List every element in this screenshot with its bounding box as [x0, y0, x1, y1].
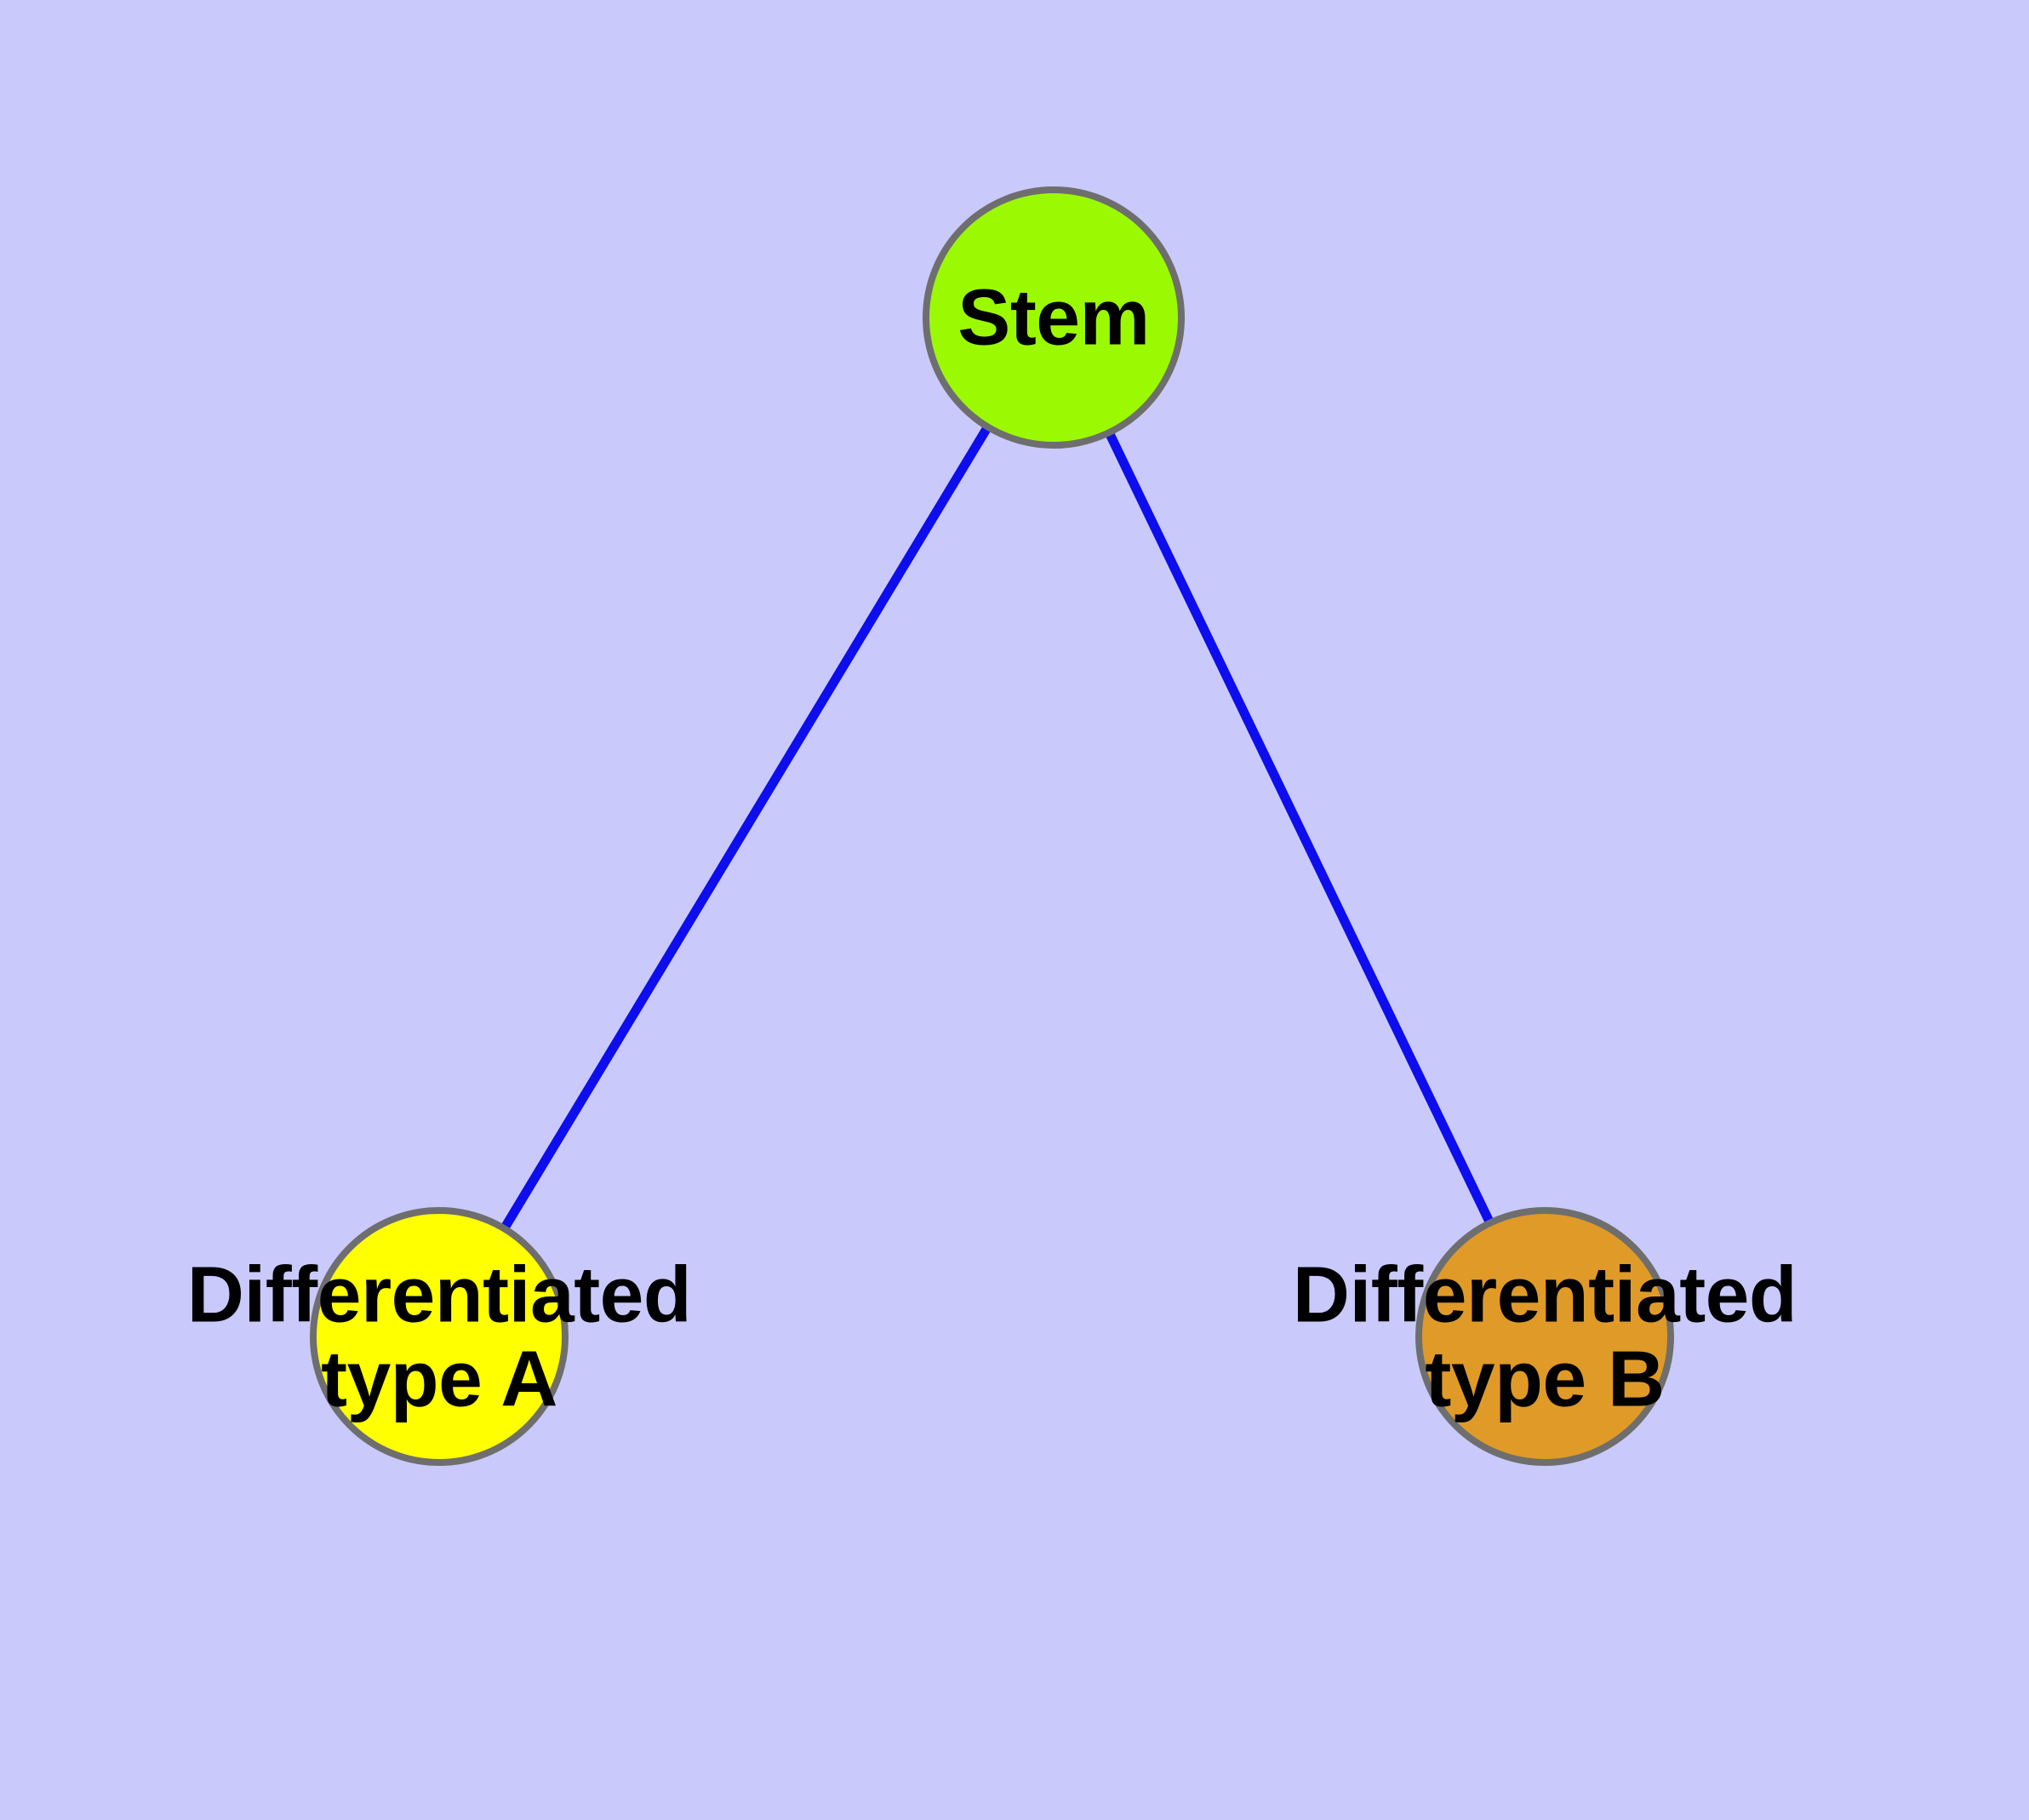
edge-stem-to-differentiated-type-a[interactable] — [435, 315, 1058, 1339]
edge-layer — [435, 315, 1549, 1339]
node-circle-differentiated-type-b[interactable] — [1415, 1207, 1674, 1466]
node-circle-differentiated-type-a[interactable] — [310, 1207, 569, 1466]
node-layer — [310, 186, 1674, 1466]
node-circle-stem[interactable] — [923, 186, 1185, 449]
edge-stem-to-differentiated-type-b[interactable] — [1049, 315, 1549, 1339]
